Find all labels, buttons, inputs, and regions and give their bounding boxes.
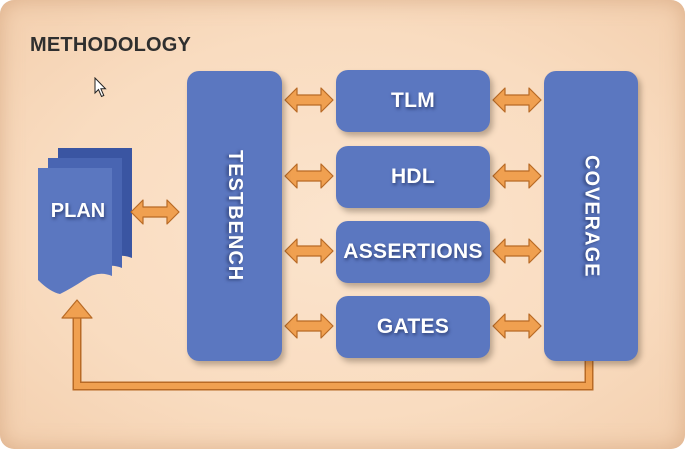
assertions-box: ASSERTIONS <box>336 221 490 283</box>
feedback-arrow <box>61 299 594 391</box>
mouse-pointer-icon <box>94 77 107 98</box>
gates-box: GATES <box>336 296 490 358</box>
coverage-box: COVERAGE <box>544 71 638 361</box>
page-title: METHODOLOGY <box>30 34 192 56</box>
double-arrow-icon <box>284 163 334 189</box>
double-arrow-icon <box>130 199 180 225</box>
testbench-label: TESTBENCH <box>224 150 246 282</box>
double-arrow-icon <box>284 87 334 113</box>
hdl-label: HDL <box>390 165 436 188</box>
tlm-box: TLM <box>336 70 490 132</box>
hdl-box: HDL <box>336 146 490 208</box>
tlm-label: TLM <box>390 89 436 112</box>
double-arrow-icon <box>284 313 334 339</box>
double-arrow-icon <box>492 87 542 113</box>
double-arrow-icon <box>284 238 334 264</box>
assertions-label: ASSERTIONS <box>343 240 483 263</box>
plan-label: PLAN <box>50 200 106 222</box>
document-stack-icon <box>38 148 132 294</box>
double-arrow-icon <box>492 238 542 264</box>
coverage-label: COVERAGE <box>580 154 603 278</box>
testbench-box: TESTBENCH <box>187 71 282 361</box>
double-arrow-icon <box>492 163 542 189</box>
double-arrow-icon <box>492 313 542 339</box>
gates-label: GATES <box>376 315 450 338</box>
